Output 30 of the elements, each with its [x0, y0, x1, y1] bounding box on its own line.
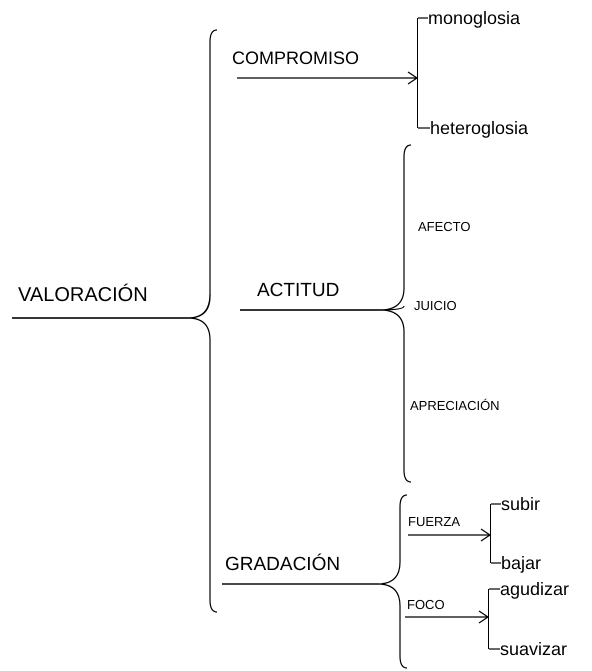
- category-label: APRECIACIÓN: [407, 396, 500, 416]
- bracket-tick: [489, 588, 500, 590]
- bracket-tick: [491, 503, 501, 505]
- brace-line: [222, 583, 401, 607]
- category-label: subir: [501, 492, 540, 516]
- category-label: VALORACIÓN: [12, 280, 188, 318]
- arrow: [236, 71, 418, 85]
- bracket-tick: [418, 127, 430, 129]
- category-label: GRADACIÓN: [222, 552, 378, 584]
- category-label: JUICIO: [407, 296, 457, 316]
- category-label: FOCO: [405, 595, 445, 617]
- category-label: heteroglosia: [430, 116, 528, 140]
- bracket-line: [417, 18, 419, 128]
- category-label: COMPROMISO: [232, 46, 412, 80]
- category-label: monoglosia: [428, 6, 520, 30]
- brace-line: [12, 317, 211, 568]
- category-label: bajar: [501, 551, 542, 575]
- bracket-tick: [491, 562, 501, 564]
- bracket-line: [488, 589, 490, 649]
- bracket-line: [490, 504, 492, 563]
- category-label: agudizar: [500, 577, 570, 601]
- brace-line: [240, 309, 405, 406]
- arrow: [407, 528, 492, 542]
- bracket-tick: [489, 648, 500, 650]
- category-label: AFECTO: [416, 217, 470, 237]
- arrow: [404, 610, 490, 624]
- category-label: FUERZA: [406, 513, 460, 535]
- category-label: ACTITUD: [214, 278, 380, 310]
- category-label: suavizar: [500, 637, 568, 661]
- bracket-tick: [418, 17, 428, 19]
